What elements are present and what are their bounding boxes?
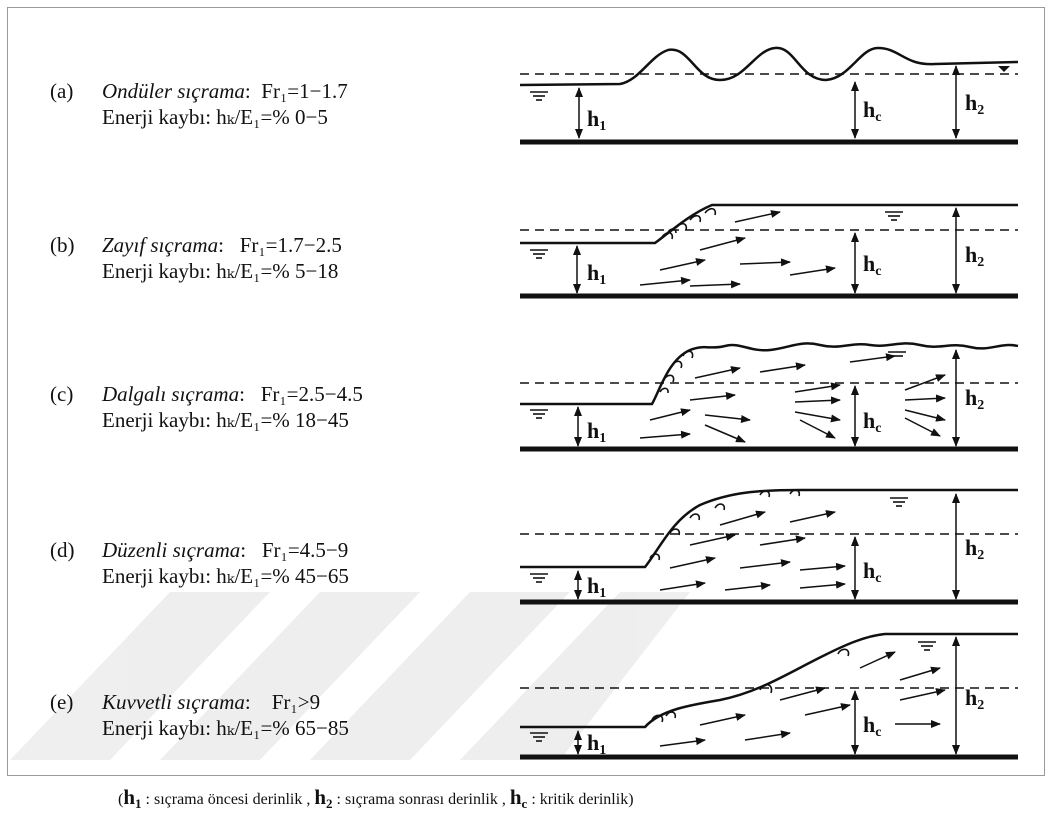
row-d-name: Düzenli sıçrama (102, 538, 241, 562)
water-surface-icon (530, 409, 548, 419)
caption-h1: h (123, 785, 136, 809)
row-a-name: Ondüler sıçrama (102, 79, 245, 103)
row-d-froude: Fr₁=4.5−9 (261, 538, 349, 562)
water-surface-icon (530, 732, 548, 742)
row-e-name: Kuvvetli sıçrama (102, 690, 245, 714)
caption-h1-desc: : sıçrama öncesi derinlik , (141, 791, 315, 808)
row-a-label: (a) (50, 79, 74, 103)
diagram-a (519, 46, 1019, 145)
diagram-c (520, 342, 1019, 452)
label-hc-e: hc (863, 712, 881, 740)
row-c-froude: Fr₁=2.5−4.5 (260, 382, 363, 406)
row-d-energy: Enerji kaybı: hₖ/E₁=% 45−65 (102, 564, 349, 588)
label-h2-d: h2 (965, 535, 984, 563)
label-h1-c: h1 (587, 418, 606, 446)
row-b-name: Zayıf sıçrama (102, 233, 219, 257)
label-h2-b: h2 (965, 242, 984, 270)
water-surface-icon (888, 351, 906, 357)
row-b-froude: Fr₁=1.7−2.5 (239, 233, 342, 257)
label-h1-a: h1 (587, 106, 606, 134)
caption-h2-desc: : sıçrama sonrası derinlik , (332, 791, 510, 808)
figure-caption: (h1 : sıçrama öncesi derinlik , h2 : sıç… (118, 785, 634, 811)
caption-open-paren: ( (118, 791, 124, 808)
row-d-label: (d) (50, 538, 75, 562)
row-e-label: (e) (50, 690, 74, 714)
caption-h2: h (314, 785, 327, 809)
row-b-label: (b) (50, 233, 75, 257)
label-h1-d: h1 (587, 573, 606, 601)
row-b-energy: Enerji kaybı: hₖ/E₁=% 5−18 (102, 259, 339, 283)
diagram-b (520, 203, 1018, 299)
hydraulic-jump-diagrams: h1 hc h2 h1 hc h2 (519, 46, 1019, 760)
water-surface-icon (890, 497, 908, 507)
label-h1-b: h1 (587, 260, 606, 288)
row-b-text: (b)Zayıf sıçrama: Fr₁=1.7−2.5 Enerji kay… (50, 233, 342, 283)
water-surface-icon (530, 573, 548, 583)
label-hc-a: hc (863, 97, 881, 125)
row-e-text: (e)Kuvvetli sıçrama: Fr₁>9 Enerji kaybı:… (50, 690, 349, 740)
row-a-froude: Fr₁=1−1.7 (261, 79, 348, 103)
caption-hc: h (509, 785, 522, 809)
label-hc-c: hc (863, 408, 881, 436)
caption-hc-desc: : kritik derinlik (527, 791, 629, 808)
caption-h2-sub: 2 (326, 796, 333, 811)
label-h1-e: h1 (587, 730, 606, 758)
water-surface-icon (885, 211, 903, 221)
diagram-e (520, 632, 1018, 760)
row-a-text: (a)Ondüler sıçrama: Fr₁=1−1.7 Enerji kay… (50, 79, 348, 129)
row-a-energy: Enerji kaybı: hₖ/E₁=% 0−5 (102, 105, 328, 129)
caption-hc-sub: c (521, 796, 528, 811)
row-c-name: Dalgalı sıçrama (102, 382, 240, 406)
row-c-label: (c) (50, 382, 74, 406)
row-c-energy: Enerji kaybı: hₖ/E₁=% 18−45 (102, 408, 349, 432)
label-h2-e: h2 (965, 685, 984, 713)
label-hc-b: hc (863, 251, 881, 279)
row-e-froude: Fr₁>9 (271, 690, 321, 714)
label-h2-c: h2 (965, 385, 984, 413)
row-d-text: (d)Düzenli sıçrama: Fr₁=4.5−9 Enerji kay… (50, 538, 349, 588)
row-c-text: (c)Dalgalı sıçrama: Fr₁=2.5−4.5 Enerji k… (50, 382, 363, 432)
figure-frame (7, 7, 1045, 776)
label-h2-a: h2 (965, 90, 984, 118)
caption-close-paren: ) (628, 791, 634, 808)
water-surface-icon (530, 91, 548, 101)
water-surface-icon (530, 249, 548, 259)
caption-h1-sub: 1 (135, 796, 142, 811)
diagram-d (520, 488, 1018, 605)
water-surface-icon (918, 641, 936, 651)
row-e-energy: Enerji kaybı: hₖ/E₁=% 65−85 (102, 716, 349, 740)
water-surface-icon (998, 66, 1010, 72)
label-hc-d: hc (863, 558, 881, 586)
